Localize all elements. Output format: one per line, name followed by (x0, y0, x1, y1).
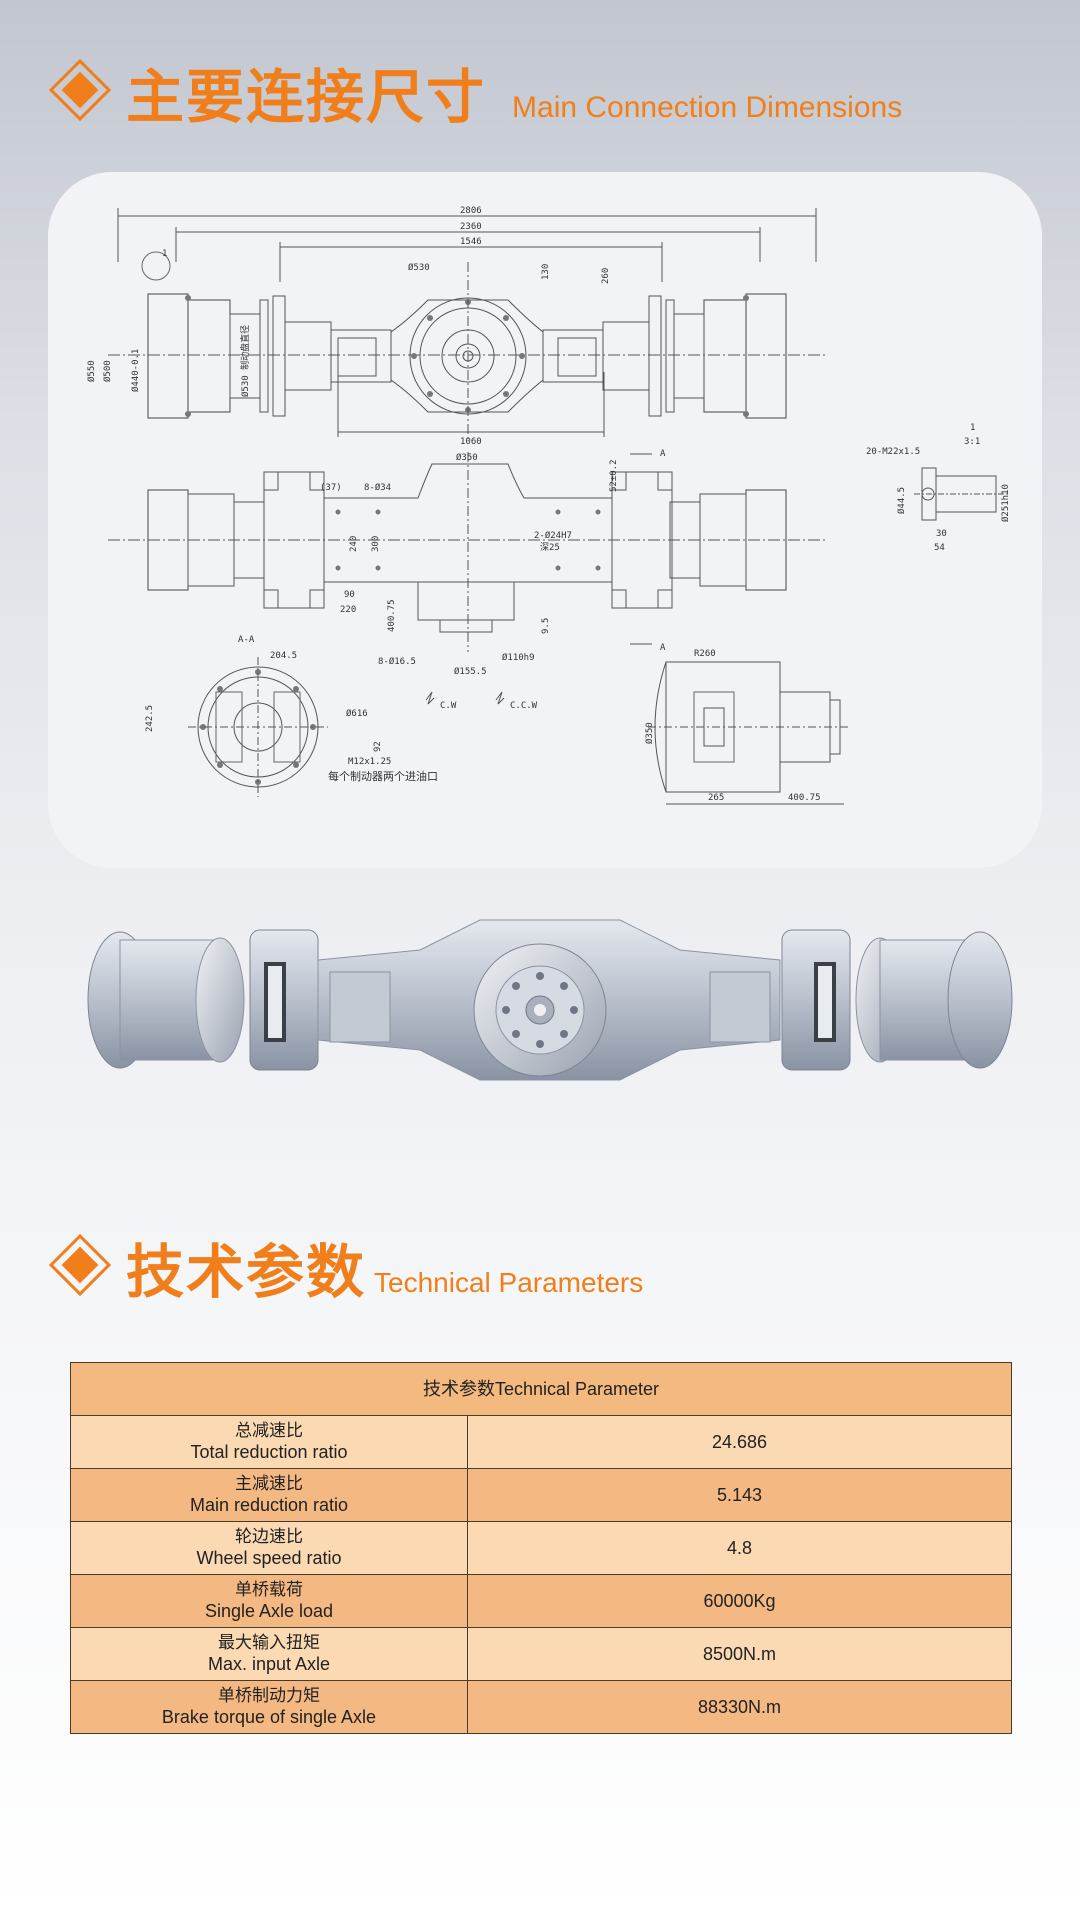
label-zh: 主减速比 (235, 1474, 303, 1494)
dim-242-5: 242.5 (145, 705, 155, 732)
axle-technical-drawing: 2806 2360 1546 1060 (86, 206, 1011, 805)
label-zh: 总减速比 (235, 1421, 303, 1441)
dim-260: 260 (601, 268, 611, 284)
row-value: 8500N.m (467, 1627, 1012, 1681)
technical-drawing-card: 2806 2360 1546 1060 (48, 172, 1042, 868)
dim-8-d34: 8-Ø34 (364, 482, 391, 493)
dim-d616: Ø616 (346, 708, 368, 719)
dim-54: 54 (934, 543, 945, 553)
dim-400-75-end: 400.75 (788, 793, 821, 803)
table-header: 技术参数Technical Parameter (70, 1362, 1012, 1416)
params-title-en: Technical Parameters (374, 1267, 644, 1298)
dim-d500: Ø500 (102, 360, 113, 382)
row-value: 4.8 (467, 1521, 1012, 1575)
dim-d110: Ø110h9 (502, 652, 535, 663)
dim-1060: 1060 (460, 437, 482, 447)
dim-37: (37) (320, 483, 342, 493)
dim-130: 130 (541, 264, 551, 280)
dim-300: 300 (371, 536, 381, 552)
dim-30: 30 (936, 529, 947, 539)
label-zh: 单桥制动力矩 (218, 1686, 320, 1706)
oil-inlet-note: 每个制动器两个进油口 (328, 769, 438, 783)
dim-9-5: 9.5 (541, 618, 551, 634)
label-en: Single Axle load (204, 1601, 334, 1621)
section-mark-a-bottom: A (660, 643, 666, 653)
section-aa-label: A-A (238, 635, 255, 645)
rotation-cw: C.W (440, 701, 457, 711)
dimensions-title-en: Main Connection Dimensions (512, 91, 903, 124)
row-value: 5.143 (467, 1468, 1012, 1522)
dim-220: 220 (340, 605, 356, 615)
row-value: 60000Kg (467, 1574, 1012, 1628)
dim-brake-dia: Ø530 制动盘直径 (239, 325, 251, 397)
diamond-icon (48, 58, 114, 124)
dim-d155-5: Ø155.5 (454, 666, 487, 677)
rotation-ccw: C.C.W (510, 701, 538, 711)
dim-r260: R260 (694, 649, 716, 659)
label-en: Main reduction ratio (189, 1495, 349, 1515)
dim-deep25: 深25 (540, 542, 560, 553)
dim-1546: 1546 (460, 237, 482, 247)
label-zh: 轮边速比 (235, 1527, 303, 1547)
detail-scale: 3:1 (964, 437, 980, 447)
dim-204-5: 204.5 (270, 651, 297, 661)
dim-d44-5: Ø44.5 (896, 487, 907, 514)
dimensions-section-header: 主要连接尺寸 Main Connection Dimensions (48, 50, 903, 134)
row-value: 24.686 (467, 1415, 1012, 1469)
top-view: 2806 2360 1546 1060 (86, 206, 828, 447)
dim-8-d16-5: 8-Ø16.5 (378, 656, 416, 667)
dim-52: 52±0.2 (609, 459, 619, 492)
dim-d550: Ø550 (86, 360, 97, 382)
dim-d251: Ø251h10 (1000, 484, 1011, 522)
dim-d350: Ø350 (456, 452, 478, 463)
side-view: Ø350 (37) 8-Ø34 240 300 90 220 400.75 8-… (108, 449, 828, 677)
section-a-a-view: A-A 204.5 242.5 Ø616 92 M12x1.25 每个制动器两个… (145, 635, 538, 797)
detail-1-view: 1 3:1 20-M22x1.5 Ø44.5 30 54 Ø251h10 (866, 423, 1011, 553)
dim-90: 90 (344, 590, 355, 600)
dim-d530: Ø530 (408, 262, 430, 273)
end-view: R260 Ø350 265 400.75 (644, 649, 848, 805)
dim-2-d24: 2-Ø24H7 (534, 530, 572, 541)
dimensions-title-zh: 主要连接尺寸 (126, 63, 487, 131)
dim-d350-end: Ø350 (644, 722, 655, 744)
label-en: Wheel speed ratio (196, 1548, 342, 1568)
axle-render-image (80, 900, 1020, 1100)
dim-2360: 2360 (460, 222, 482, 232)
balloon-1: 1 (162, 249, 167, 259)
label-en: Total reduction ratio (190, 1442, 348, 1462)
dim-m12: M12x1.25 (348, 757, 391, 767)
dim-2806: 2806 (460, 206, 482, 216)
dim-m22: 20-M22x1.5 (866, 447, 920, 457)
label-zh: 最大输入扭矩 (218, 1633, 320, 1653)
dim-92: 92 (373, 741, 383, 752)
dim-400-75: 400.75 (387, 599, 397, 632)
diamond-icon (48, 1233, 114, 1299)
label-en: Brake torque of single Axle (161, 1707, 377, 1727)
dim-d440: Ø440-0.1 (130, 349, 141, 392)
detail-1-number: 1 (970, 423, 975, 433)
table-header-row: 技术参数Technical Parameter (70, 1362, 1012, 1416)
row-value: 88330N.m (467, 1680, 1012, 1734)
params-title-zh: 技术参数 (126, 1238, 367, 1306)
label-en: Max. input Axle (207, 1654, 331, 1674)
label-zh: 单桥载荷 (235, 1580, 303, 1600)
dim-240: 240 (349, 536, 359, 552)
section-mark-a-top: A (660, 449, 666, 459)
params-section-header: 技术参数 Technical Parameters (48, 1225, 644, 1309)
dim-265: 265 (708, 793, 724, 803)
